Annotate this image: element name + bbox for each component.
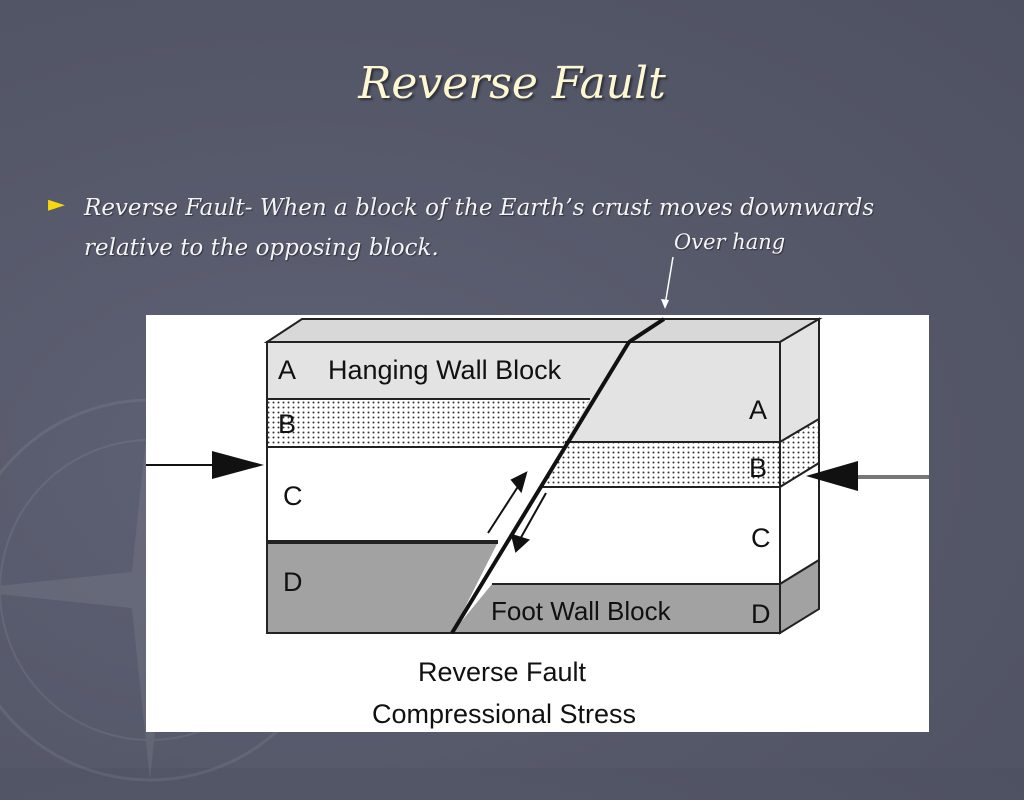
layer-label-left-b: B [278, 409, 296, 439]
fault-line-top [627, 317, 666, 344]
caption-line-2: Compressional Stress [372, 699, 636, 729]
movement-arrows-icon [487, 471, 547, 553]
compression-arrow-right-icon [806, 461, 929, 491]
layer-label-left-a: A [278, 355, 296, 385]
hanging-wall-label: Hanging Wall Block [328, 355, 562, 385]
layer-label-right-b: B [749, 453, 767, 483]
layer-label-left-d: D [283, 567, 303, 597]
compression-arrow-left-icon [146, 451, 264, 479]
layer-label-right-d: D [751, 599, 771, 629]
caption-line-1: Reverse Fault [418, 657, 587, 687]
callout-arrow-icon [661, 256, 674, 309]
layer-label-left-c: C [283, 481, 303, 511]
layer-label-right-a: A [749, 395, 767, 425]
foot-wall-label: Foot Wall Block [491, 596, 672, 626]
hanging-wall-layer-a [267, 342, 629, 399]
reverse-fault-diagram: A B C D A B C D Hanging Wall Block Foot … [146, 315, 929, 732]
layer-label-right-c: C [751, 523, 771, 553]
hanging-wall-layer-d [267, 542, 498, 633]
hanging-wall-layer-b [267, 399, 590, 447]
foot-wall-layer-a [565, 342, 780, 442]
foot-wall-layer-d [452, 584, 780, 633]
fault-block-svg: A B C D A B C D Hanging Wall Block Foot … [146, 317, 929, 729]
foot-wall-layer-c [492, 487, 780, 584]
bullet-text: Reverse Fault- When a block of the Earth… [84, 195, 875, 261]
fault-line [450, 340, 631, 635]
hanging-wall-layer-c [267, 447, 565, 542]
top-surface-left [263, 318, 668, 343]
foot-wall-layer-b [542, 442, 780, 487]
bullet-arrow-icon: ► [48, 192, 65, 217]
overhang-callout: Over hang [674, 230, 786, 254]
slide-title: Reverse Fault [358, 58, 666, 109]
